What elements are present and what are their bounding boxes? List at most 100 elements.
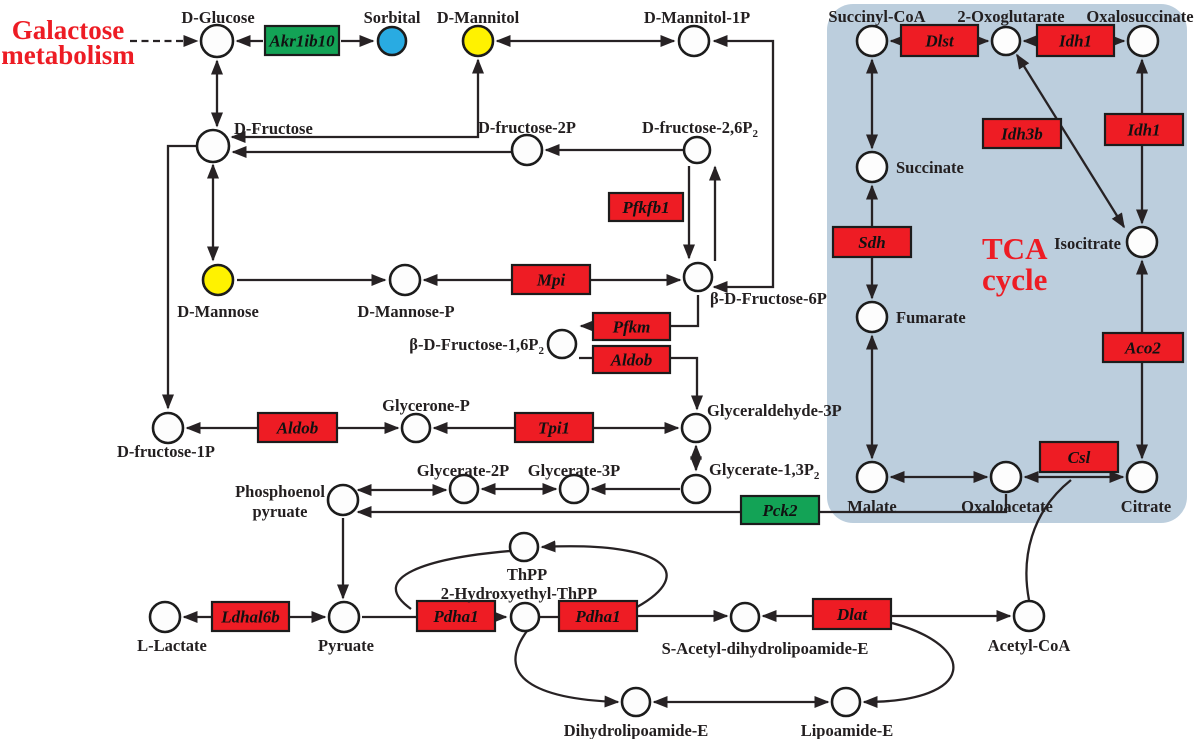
enzyme-box-ldhal6b: Ldhal6b: [210, 600, 291, 633]
metabolite-label-pep-line2: pyruate: [253, 502, 308, 521]
red-enzyme-rect: [591, 311, 672, 342]
metabolite-node-acetyl-coa: [1012, 599, 1046, 633]
metabolite-label-lipoamide-e: Lipoamide-E: [801, 721, 894, 739]
metabolite-label-d-mannitol-1p: D-Mannitol-1P: [644, 8, 750, 27]
enzyme-box-idh1-right: Idh1: [1103, 112, 1185, 147]
metabolite-node-2-oxoglutarate: [990, 25, 1022, 57]
enzyme-box-dlat: Dlat: [811, 597, 893, 631]
enzyme-label-idh1-right: Idh1: [1126, 121, 1160, 140]
metabolite-label-hydroxyethyl-thpp: 2-Hydroxyethyl-ThPP: [441, 584, 597, 603]
metabolite-label-glyceraldehyde-3p: Glyceraldehyde-3P: [707, 401, 842, 420]
red-enzyme-rect: [256, 411, 339, 444]
red-enzyme-rect: [210, 600, 291, 633]
enzyme-box-pfkfb1: Pfkfb1: [607, 191, 685, 223]
metabolite-node-hydroxyethyl-thpp: [509, 601, 541, 633]
enzyme-label-akr1ib10: Akr1ib10: [268, 32, 335, 51]
enzyme-box-pck2: Pck2: [739, 494, 821, 526]
metabolite-label-glycerate-13p2: Glycerate-1,3P2: [709, 460, 820, 482]
enzyme-box-csl: Csl: [1038, 440, 1120, 474]
metabolite-node-d-fructose-26p2: [682, 135, 712, 165]
edge-oxaloacetate-pck2-pep: [356, 494, 1008, 518]
metabolite-label-oxaloacetate: Oxaloacetate: [961, 497, 1053, 516]
enzyme-box-pdha1-2: Pdha1: [557, 599, 639, 633]
red-enzyme-rect: [1038, 440, 1120, 474]
enzyme-box-aldob-upper: Aldob: [591, 344, 672, 375]
metabolite-node-b-d-fructose-16p2: [546, 328, 578, 360]
metabolite-label-pep: Phosphoenol: [235, 482, 325, 501]
red-enzyme-rect: [899, 23, 980, 58]
red-enzyme-rect: [557, 599, 639, 633]
edge-fructose-to-fructose1p: [162, 144, 199, 410]
metabolite-label-succinate: Succinate: [896, 158, 964, 177]
metabolite-node-oxaloacetate: [989, 460, 1023, 494]
edge-loop-to-thpp: [540, 540, 668, 609]
metabolite-label-d-mannose: D-Mannose: [177, 302, 259, 321]
metabolite-node-s-acetyl-dihydrolipoamide-e: [729, 601, 761, 633]
metabolite-node-glycerone-p: [400, 412, 432, 444]
metabolite-node-dihydrolipoamide-e: [620, 686, 652, 718]
enzyme-label-idh1-top: Idh1: [1058, 32, 1092, 51]
metabolite-node-d-glucose: [199, 23, 235, 59]
red-enzyme-rect: [591, 344, 672, 375]
metabolite-label-glycerate-2p: Glycerate-2P: [417, 461, 510, 480]
red-enzyme-rect: [831, 225, 913, 259]
enzyme-box-akr1ib10: Akr1ib10: [263, 24, 341, 57]
metabolite-label-dihydrolipoamide-e: Dihydrolipoamide-E: [564, 721, 709, 739]
metabolite-label-isocitrate: Isocitrate: [1054, 234, 1121, 253]
metabolite-node-isocitrate: [1125, 225, 1159, 259]
enzyme-label-csl: Csl: [1068, 448, 1091, 467]
metabolite-node-thpp: [508, 531, 540, 563]
tca-cycle-title-line1: TCA: [982, 231, 1048, 266]
enzyme-label-aldob-lower: Aldob: [276, 419, 319, 438]
enzyme-label-tpi1: Tpi1: [538, 419, 570, 438]
enzyme-label-aldob-upper: Aldob: [610, 351, 653, 370]
edge-thpp-to-pyruate-line: [394, 549, 511, 610]
metabolite-node-d-mannitol: [461, 24, 495, 58]
edge-mannitol1p-fructose6p: [712, 35, 775, 293]
metabolite-node-malate: [855, 460, 889, 494]
edge-oxoglutarate-idh3b-isocitrate: [1016, 53, 1125, 229]
green-enzyme-rect: [263, 24, 341, 57]
galactose-metabolism-title-line1: Galactose: [12, 15, 124, 45]
metabolite-node-succinyl-coa: [855, 24, 889, 58]
metabolite-label-d-glucose: D-Glucose: [181, 8, 254, 27]
metabolite-label-succinyl-coa: Succinyl-CoA: [828, 7, 925, 26]
metabolite-node-d-fructose-1p: [151, 411, 185, 445]
metabolite-node-glycerate-3p: [558, 473, 590, 505]
red-enzyme-rect: [1101, 331, 1185, 364]
metabolite-label-fumarate: Fumarate: [896, 308, 966, 327]
red-enzyme-rect: [513, 411, 595, 444]
edge-pdha1-to-dihydrolipoamide: [514, 630, 620, 708]
metabolite-node-citrate: [1125, 460, 1159, 494]
enzyme-label-aco2: Aco2: [1124, 339, 1161, 358]
metabolite-node-d-mannose: [201, 263, 235, 297]
metabolite-label-b-d-fructose-6p: β-D-Fructose-6P: [710, 289, 827, 308]
enzyme-box-idh3b: Idh3b: [981, 117, 1063, 150]
metabolite-label-citrate: Citrate: [1121, 497, 1171, 516]
enzyme-box-pfkm: Pfkm: [591, 311, 672, 342]
enzyme-label-idh3b: Idh3b: [1000, 125, 1043, 144]
enzyme-label-pdha1-1: Pdha1: [432, 607, 478, 626]
metabolite-label-d-fructose-2p: D-fructose-2P: [478, 118, 576, 137]
metabolite-node-glycerate-13p2: [680, 473, 712, 505]
red-enzyme-rect: [1103, 112, 1185, 147]
enzyme-box-mpi: Mpi: [510, 263, 592, 296]
enzyme-label-dlat: Dlat: [836, 605, 869, 624]
metabolite-label-d-fructose: D-Fructose: [234, 119, 313, 138]
metabolite-label-2-oxoglutarate: 2-Oxoglutarate: [957, 7, 1064, 26]
enzyme-box-dlst: Dlst: [899, 23, 980, 58]
metabolite-node-glyceraldehyde-3p: [680, 412, 712, 444]
tca-cycle-title-line2: cycle: [982, 262, 1047, 297]
enzyme-label-pfkm: Pfkm: [612, 318, 651, 337]
enzyme-label-pfkfb1: Pfkfb1: [621, 198, 669, 217]
enzyme-box-idh1-top: Idh1: [1035, 23, 1116, 58]
metabolite-label-d-fructose-26p2: D-fructose-2,6P2: [642, 118, 758, 140]
red-enzyme-rect: [811, 597, 893, 631]
metabolite-label-glycerate-3p: Glycerate-3P: [528, 461, 621, 480]
metabolite-label-s-acetyl-dihydrolipoamide-e: S-Acetyl-dihydrolipoamide-E: [662, 639, 869, 658]
red-enzyme-rect: [981, 117, 1063, 150]
enzyme-label-pdha1-2: Pdha1: [574, 607, 620, 626]
enzyme-label-ldhal6b: Ldhal6b: [220, 608, 280, 627]
